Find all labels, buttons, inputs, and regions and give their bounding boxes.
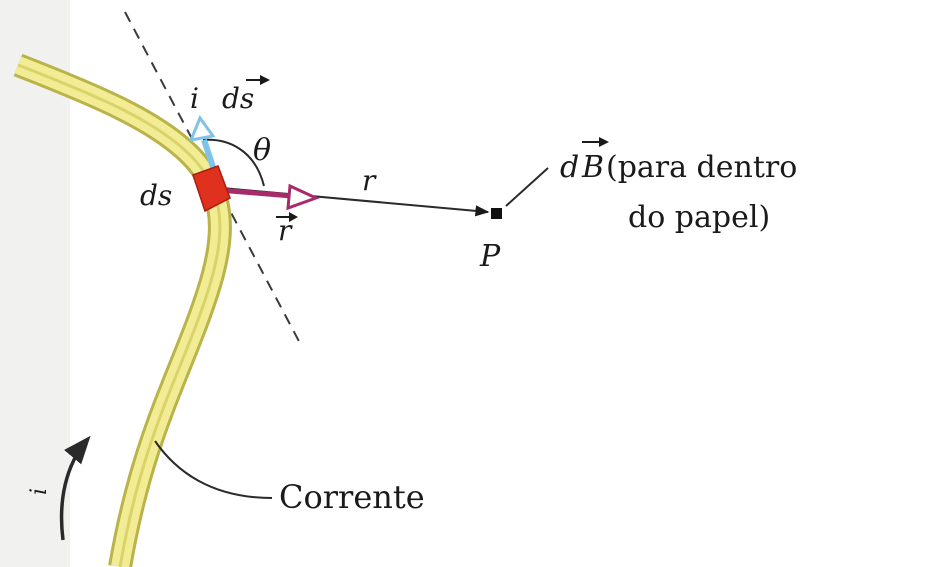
r-vector-overarrow: [276, 212, 298, 222]
dashed-reference-line: [124, 11, 303, 348]
label-db-d: d: [560, 150, 579, 185]
label-point-p: P: [479, 239, 501, 274]
label-r-distance: r: [362, 164, 377, 197]
ds-vector-arrow: [188, 114, 217, 171]
background-shadow: [0, 0, 70, 567]
label-ds-element: ds: [140, 179, 172, 212]
label-r-vector: r: [278, 214, 293, 247]
current-direction-arrow: [59, 435, 91, 541]
label-current-i-bottom: i: [27, 488, 52, 495]
label-db-note-line2: do papel): [628, 200, 770, 235]
db-leader-line: [505, 167, 549, 207]
label-db-b: B: [581, 150, 604, 185]
label-corrente: Corrente: [279, 478, 425, 516]
r-vector-arrow: [217, 183, 320, 211]
label-db-note-line1: (para dentro: [606, 150, 797, 185]
current-wire: [13, 53, 232, 567]
label-ds-vector: ds: [222, 82, 254, 115]
label-current-i: i: [190, 82, 199, 115]
db-vector-overarrow: [582, 137, 609, 147]
theta-arc: [202, 138, 265, 187]
point-p-marker: [491, 208, 502, 219]
ds-element: [192, 165, 231, 213]
ds-vector-overarrow: [246, 75, 270, 85]
corrente-leader-line: [154, 440, 273, 499]
label-theta: θ: [253, 133, 271, 168]
